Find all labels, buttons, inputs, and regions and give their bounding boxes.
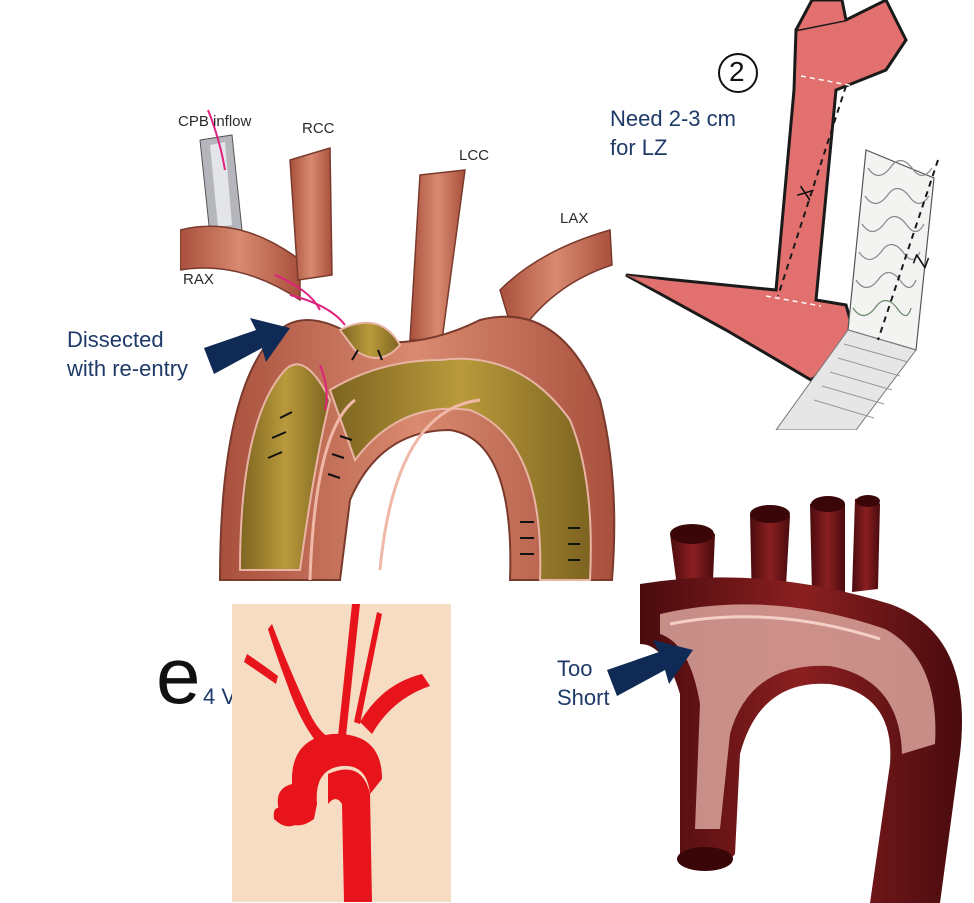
dissected-label: Dissected with re-entry <box>67 325 188 383</box>
landing-zone-line2: for LZ <box>610 133 736 162</box>
pointer-arrow-icon <box>204 318 292 382</box>
landing-zone-note: Need 2-3 cm for LZ <box>610 104 736 162</box>
cropped-slide-letter: e <box>156 636 201 716</box>
label-rcc: RCC <box>302 120 335 137</box>
too-short-line1: Too <box>557 654 610 683</box>
four-vessel-arch-illustration <box>232 604 451 902</box>
landing-zone-line1: Need 2-3 cm <box>610 104 736 133</box>
circled-digit-text: 2 <box>729 56 745 88</box>
too-short-label: Too Short <box>557 654 610 712</box>
pointer-arrow-icon <box>607 640 695 704</box>
label-lcc: LCC <box>459 147 489 164</box>
label-cpb-inflow: CPB inflow <box>178 113 251 130</box>
label-rax: RAX <box>183 271 214 288</box>
dissected-line2: with re-entry <box>67 354 188 383</box>
dissected-line1: Dissected <box>67 325 188 354</box>
label-lax: LAX <box>560 210 588 227</box>
too-short-line2: Short <box>557 683 610 712</box>
stent-graft-landing-zone-diagram <box>616 0 974 430</box>
